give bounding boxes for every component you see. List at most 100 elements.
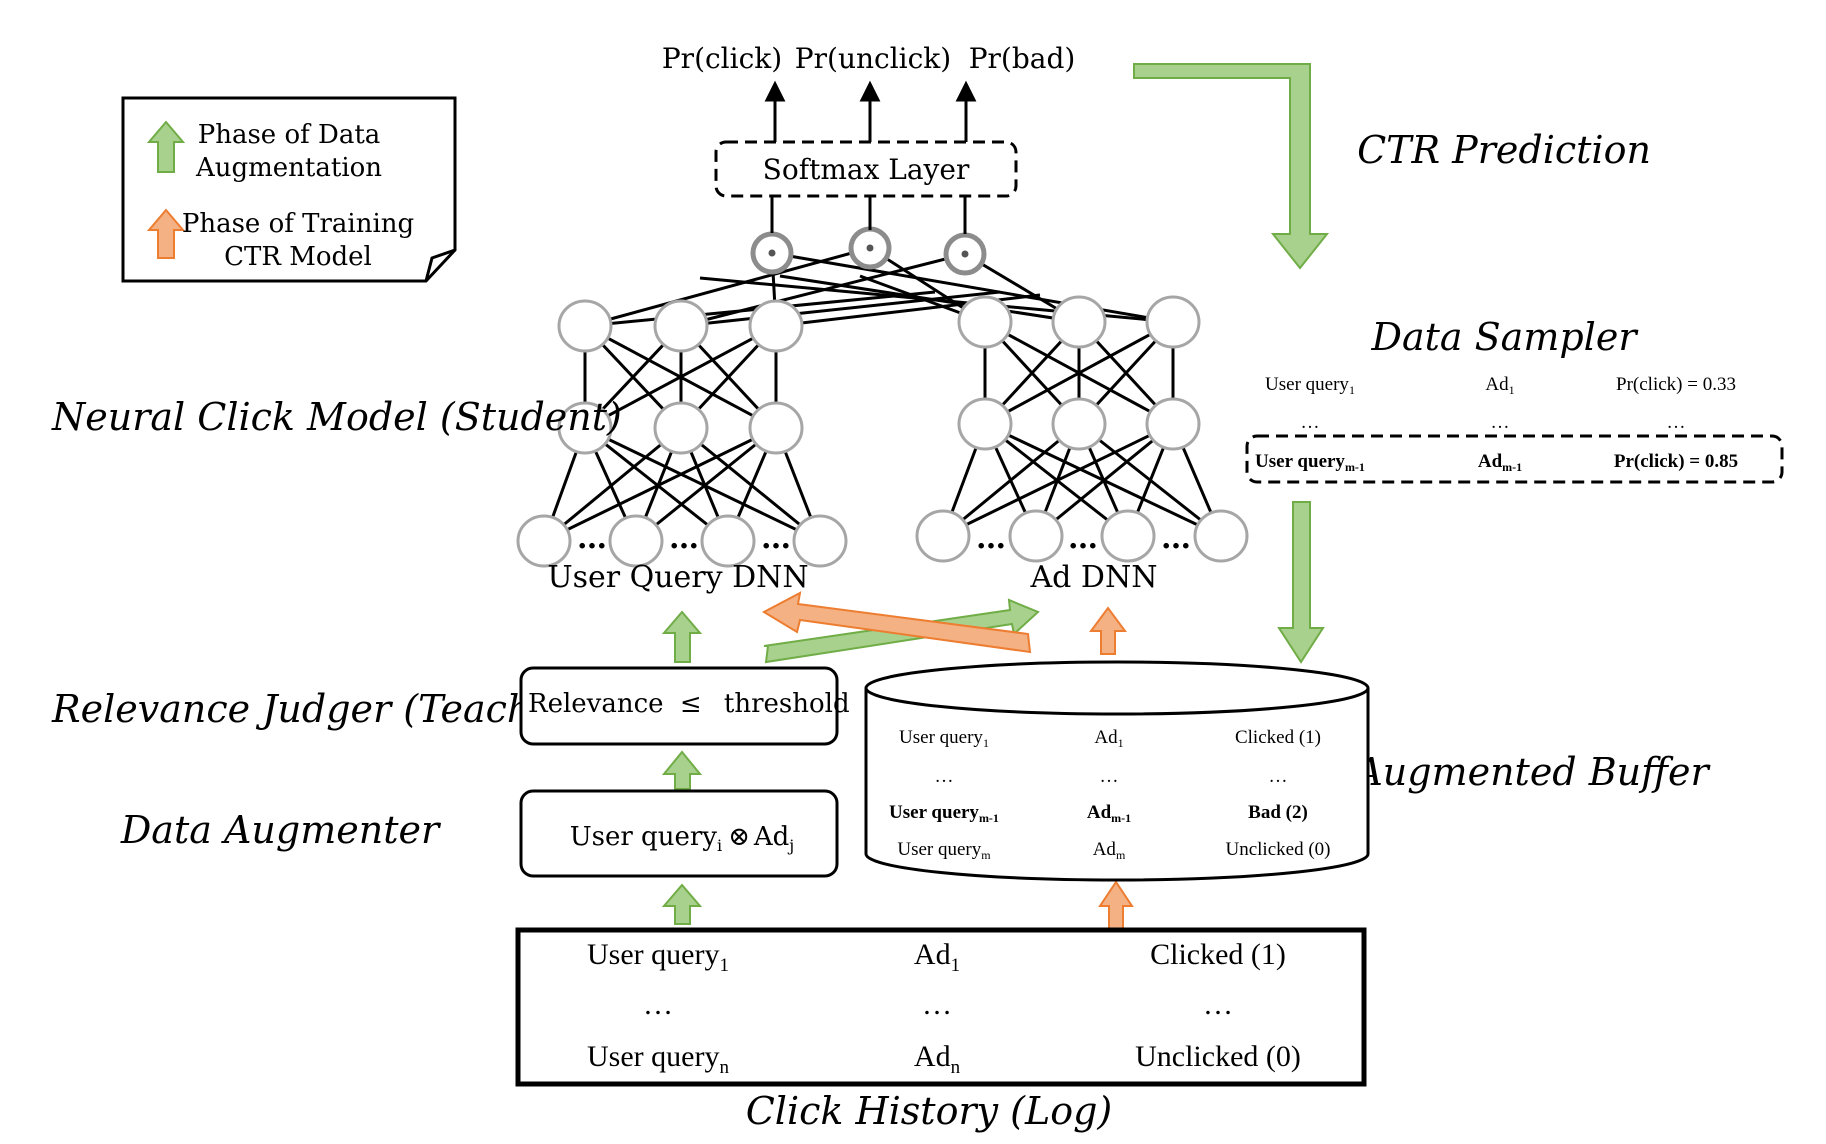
buffer-ad: … — [1100, 766, 1119, 787]
neuron-node — [957, 295, 1013, 349]
augmenter-ad: Ad — [753, 822, 789, 852]
output-pr-click: Pr(click) — [662, 42, 782, 75]
augmented-buffer-cylinder — [864, 660, 1370, 882]
augmenter-ad-sub: j — [787, 836, 794, 855]
buffer-query: User querym-1 — [889, 802, 999, 825]
neuron-node — [1008, 509, 1064, 563]
legend-train-line2: CTR Model — [224, 242, 372, 272]
legend-orange-arrow-icon — [146, 208, 186, 259]
softmax-layer-label: Softmax Layer — [763, 153, 970, 186]
relevance-text: Relevance ≤ threshold — [528, 689, 850, 719]
relevance-judger-box — [519, 666, 839, 746]
buffer-to-ad-dnn-arrow — [1089, 606, 1127, 655]
history-to-augmenter-arrow — [661, 883, 703, 925]
neuron-node — [1145, 295, 1201, 349]
history-query: User queryn — [587, 1040, 729, 1078]
sampler-prob: Pr(click) = 0.33 — [1616, 374, 1736, 395]
buffer-ad: Adm-1 — [1087, 802, 1131, 825]
ellipsis: … — [1068, 521, 1098, 556]
buffer-ad: Adm — [1093, 839, 1126, 862]
sampler-highlight-box — [1245, 434, 1784, 484]
sampler-to-buffer-arrow — [1277, 501, 1325, 664]
buffer-table: User query1 Ad1 Clicked (1) … … … User querym-… — [889, 727, 1330, 862]
neuron-node — [957, 397, 1013, 451]
sampler-prob: Pr(click) = 0.85 — [1614, 451, 1738, 472]
history-ad: Adn — [914, 1040, 961, 1078]
history-table: User query1 Ad1 Clicked (1) … … … User queryn A… — [587, 938, 1301, 1078]
output-pr-bad: Pr(bad) — [969, 42, 1076, 75]
legend-aug-line1: Phase of Data — [198, 120, 381, 150]
neuron-node — [516, 514, 572, 568]
neuron-node — [700, 514, 756, 568]
title-relevance-judger: Relevance Judger (Teacher) — [51, 687, 587, 731]
history-ad: … — [922, 988, 952, 1021]
neuron-node — [792, 514, 848, 568]
relevance-prefix: Relevance — [528, 689, 664, 719]
judger-to-query-dnn-arrow — [661, 610, 703, 663]
user-query-dnn-label: User Query DNN — [547, 560, 808, 595]
network-edges — [542, 246, 1223, 543]
sampler-ad: Adm-1 — [1478, 451, 1522, 474]
output-arrows — [764, 80, 977, 142]
ctr-prediction-arrow — [1133, 63, 1330, 270]
augmenter-operator: ⊗ — [728, 822, 750, 852]
sampler-query: User query1 — [1265, 374, 1355, 397]
buffer-label: Bad (2) — [1248, 802, 1308, 823]
neuron-node — [915, 509, 971, 563]
ellipsis: … — [577, 521, 607, 556]
buffer-label: Unclicked (0) — [1226, 839, 1331, 860]
relevance-suffix: threshold — [724, 689, 850, 719]
output-pr-unclick: Pr(unclick) — [795, 42, 951, 75]
buffer-to-query-dnn-arrow — [761, 591, 1032, 654]
legend-train-line1: Phase of Training — [182, 209, 414, 239]
sampler-query: … — [1301, 412, 1320, 433]
neuron-node — [1051, 397, 1107, 451]
title-neural-click-model: Neural Click Model (Student) — [51, 395, 622, 439]
data-augmenter-box — [519, 789, 839, 878]
neuron-node — [1145, 397, 1201, 451]
buffer-query: … — [935, 766, 954, 787]
neuron-node — [1100, 509, 1156, 563]
title-ctr-prediction: CTR Prediction — [1357, 128, 1651, 172]
sampler-ad: Ad1 — [1485, 374, 1514, 397]
legend-green-arrow-icon — [146, 120, 186, 173]
neuron-node — [608, 514, 664, 568]
sampler-query: User querym-1 — [1255, 451, 1365, 474]
buffer-ad: Ad1 — [1094, 727, 1123, 750]
network-nodes — [516, 226, 1249, 568]
neuron-node — [748, 299, 804, 353]
buffer-query: User querym — [897, 839, 991, 862]
augmenter-to-judger-arrow — [661, 750, 703, 790]
legend-aug-line2: Augmentation — [195, 153, 382, 183]
neuron-node — [1051, 295, 1107, 349]
augmenter-query: User query — [570, 822, 718, 852]
neuron-node — [1193, 509, 1249, 563]
history-label: Clicked (1) — [1150, 938, 1286, 971]
neuron-node — [557, 401, 613, 455]
history-query: … — [643, 988, 673, 1021]
history-query: User query1 — [587, 938, 729, 976]
title-click-history: Click History (Log) — [746, 1089, 1113, 1133]
history-label: … — [1203, 988, 1233, 1021]
softmax-layer-box — [714, 140, 1018, 198]
neuron-node — [653, 401, 709, 455]
dot-product-symbol — [768, 249, 776, 257]
ad-dnn-label: Ad DNN — [1030, 560, 1158, 595]
buffer-query: User query1 — [899, 727, 989, 750]
title-data-augmenter: Data Augmenter — [120, 808, 442, 852]
history-ad: Ad1 — [914, 938, 960, 976]
neuron-node — [653, 299, 709, 353]
softmax-connectors — [770, 196, 967, 234]
history-to-buffer-arrow — [1098, 880, 1134, 931]
ellipsis: … — [761, 521, 791, 556]
click-history-box — [515, 927, 1367, 1087]
title-augmented-buffer: Augmented Buffer — [1352, 750, 1711, 794]
buffer-label: Clicked (1) — [1235, 727, 1321, 748]
ellipsis: … — [669, 521, 699, 556]
buffer-label: … — [1269, 766, 1288, 787]
augmenter-query-sub: i — [717, 836, 722, 855]
augmenter-text: User queryi ⊗Adj — [570, 822, 795, 855]
neuron-node — [557, 299, 613, 353]
